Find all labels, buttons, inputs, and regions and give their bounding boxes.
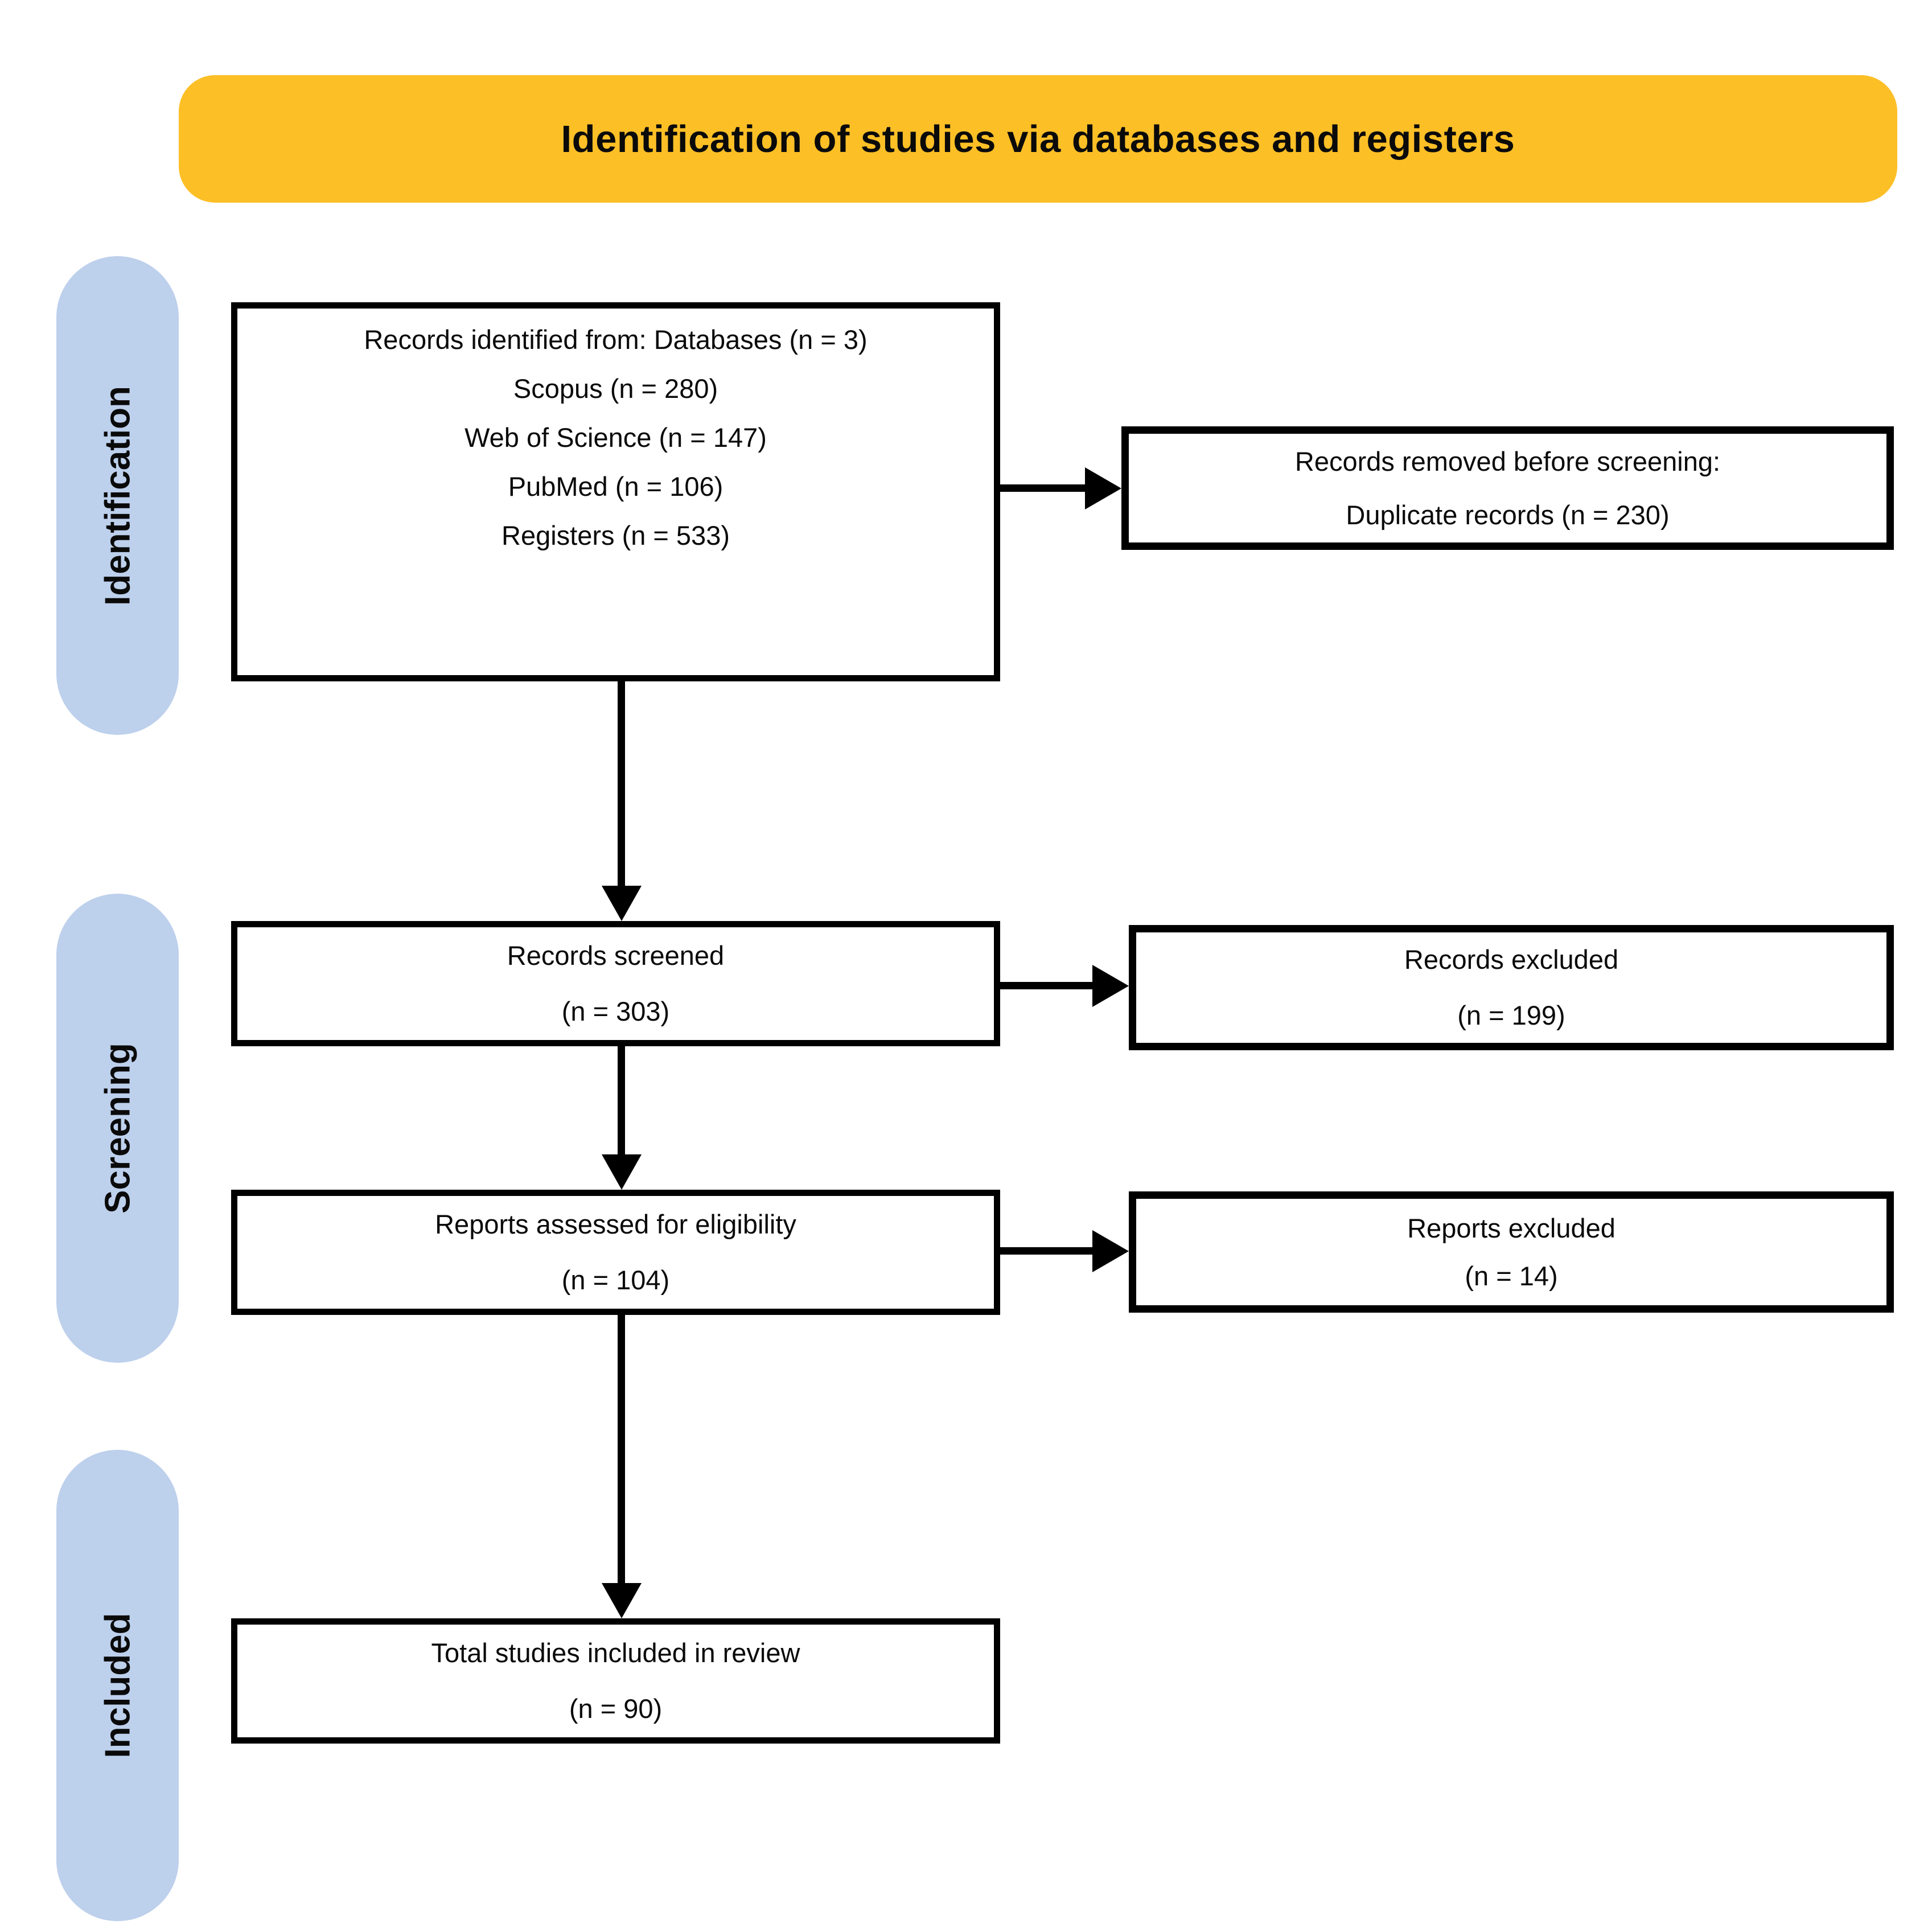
box-line: Total studies included in review — [431, 1638, 800, 1668]
stage-pill-identification: Identification — [56, 256, 179, 735]
stage-pill-included: Included — [56, 1450, 179, 1921]
box-line: Duplicate records (n = 230) — [1346, 499, 1670, 530]
box-line: (n = 104) — [561, 1265, 670, 1295]
box-line: Reports assessed for eligibility — [435, 1209, 796, 1239]
box-records-removed: Records removed before screening: Duplic… — [1121, 426, 1894, 550]
arrow-line — [618, 1315, 625, 1585]
stage-label-identification: Identification — [98, 385, 137, 606]
arrow-head-down-icon — [602, 1154, 642, 1190]
diagram-title: Identification of studies via databases … — [561, 117, 1515, 161]
arrow-line — [1000, 484, 1087, 492]
box-line: Records excluded — [1404, 944, 1619, 975]
stage-label-screening: Screening — [98, 1043, 137, 1214]
box-line: (n = 199) — [1457, 1000, 1565, 1030]
box-line: Scopus (n = 280) — [513, 373, 718, 404]
title-banner: Identification of studies via databases … — [179, 75, 1897, 203]
arrow-line — [618, 1046, 625, 1157]
arrow-head-right-icon — [1092, 965, 1129, 1007]
box-line: Web of Science (n = 147) — [464, 422, 767, 453]
box-reports-excluded: Reports excluded (n = 14) — [1129, 1191, 1894, 1313]
arrow-line — [1000, 982, 1095, 989]
box-line: (n = 303) — [561, 996, 670, 1026]
arrow-head-down-icon — [602, 886, 642, 921]
box-records-excluded: Records excluded (n = 199) — [1129, 925, 1894, 1050]
box-line: (n = 14) — [1465, 1260, 1558, 1291]
box-reports-assessed: Reports assessed for eligibility (n = 10… — [231, 1190, 1000, 1315]
box-line: Records screened — [507, 940, 725, 971]
box-records-screened: Records screened (n = 303) — [231, 921, 1000, 1046]
box-line: PubMed (n = 106) — [508, 471, 724, 501]
box-total-included: Total studies included in review (n = 90… — [231, 1618, 1000, 1744]
arrow-head-right-icon — [1092, 1230, 1129, 1272]
stage-pill-screening: Screening — [56, 894, 179, 1363]
arrow-head-down-icon — [602, 1583, 642, 1618]
arrow-line — [1000, 1247, 1095, 1255]
box-line: Registers (n = 533) — [502, 520, 730, 550]
box-records-identified: Records identified from: Databases (n = … — [231, 302, 1000, 681]
box-line: (n = 90) — [569, 1693, 663, 1724]
box-line: Records removed before screening: — [1294, 446, 1721, 476]
arrow-head-right-icon — [1085, 467, 1121, 509]
stage-label-included: Included — [98, 1613, 137, 1758]
box-line: Reports excluded — [1407, 1212, 1616, 1243]
arrow-line — [618, 681, 625, 888]
box-line: Records identified from: Databases (n = … — [364, 324, 868, 355]
